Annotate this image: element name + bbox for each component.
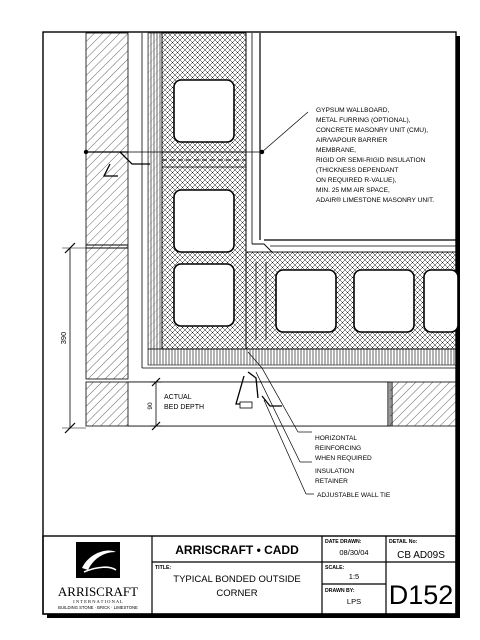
callout-line: GYPSUM WALLBOARD, [316,107,390,114]
title-label: TITLE: [155,565,171,571]
logo-tag: BUILDING STONE · BRICK · LIMESTONE [58,605,138,610]
callout-line: (THICKNESS DEPENDANT [316,167,398,174]
callout-line: MEMBRANE, [316,147,356,154]
scale-label: SCALE: [325,565,345,571]
limestone-unit-vertical [85,32,129,380]
title-block: ARRISCRAFT I N T E R N A T I O N A L BUI… [42,535,457,615]
title-line2: CORNER [216,588,257,599]
callout-line: AIR/VAPOUR BARRIER [316,137,388,144]
callout-line: RIGID OR SEMI-RIGID INSULATION [316,157,426,164]
callout-layers: GYPSUM WALLBOARD, METAL FURRING (OPTIONA… [316,107,434,204]
callout-line: MIN. 25 MM AIR SPACE, [316,187,390,194]
company-name: ARRISCRAFT • CADD [175,543,299,557]
arriscraft-logo-icon [76,542,120,578]
callout-lower: HORIZONTAL REINFORCING WHEN REQUIRED INS… [315,435,391,499]
title-line1: TYPICAL BONDED OUTSIDE [173,574,300,585]
callout-reinforcing-1: HORIZONTAL [315,435,357,442]
scale-value: 1:5 [349,572,359,581]
dimension-390: 390 [59,332,68,345]
drawn-value: LPS [347,597,361,606]
callout-reinforcing-2: REINFORCING [315,445,361,452]
actual-bed-depth-line1: ACTUAL [164,394,192,401]
actual-bed-depth-line2: BED DEPTH [164,404,204,411]
detail-label: DETAIL No: [389,539,418,545]
callout-line: ADAIR® LIMESTONE MASONRY UNIT. [316,196,434,204]
callout-reinforcing-3: WHEN REQUIRED [315,455,372,462]
date-value: 08/30/04 [339,548,368,557]
callout-wall-tie: ADJUSTABLE WALL TIE [317,492,391,499]
callout-retainer-2: RETAINER [315,478,348,485]
wall-section-drawing: 390 90 ACTUAL BED DEPTH [59,32,459,495]
logo-sub: I N T E R N A T I O N A L [73,599,123,604]
detail-number: D152 [389,580,454,610]
detail-code: CB AD09S [397,550,445,561]
date-label: DATE DRAWN: [325,539,362,545]
insulation-horizontal [147,348,459,366]
callout-line: METAL FURRING (OPTIONAL), [316,117,411,124]
callout-retainer-1: INSULATION [315,468,354,475]
logo-name: ARRISCRAFT [58,584,138,599]
dimension-90: 90 [147,402,154,410]
callout-line: ON REQUIRED R-VALUE), [316,177,397,184]
callout-line: CONCRETE MASONRY UNIT (CMU), [316,127,428,134]
drawn-label: DRAWN BY: [325,588,355,594]
